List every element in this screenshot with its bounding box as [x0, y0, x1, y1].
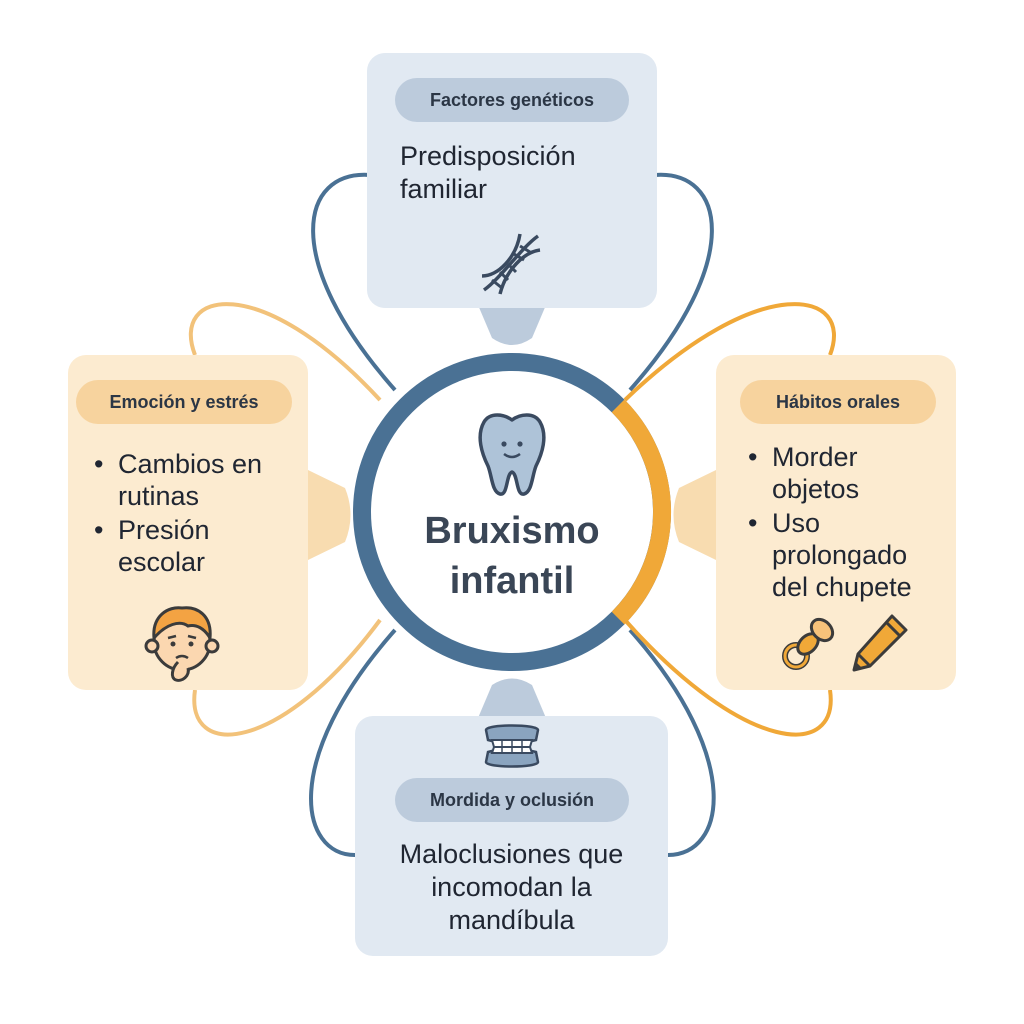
pencil-icon — [852, 614, 908, 672]
bite-occlusion-text-line3: mandíbula — [448, 905, 575, 935]
center-ring-orange-arc — [611, 399, 672, 625]
stem-top — [478, 305, 546, 345]
stem-bottom — [478, 678, 546, 718]
tag-oral-habits: Hábitos orales — [740, 380, 936, 424]
oral-habits-list: Morder objetos Uso prolongado del chupet… — [746, 441, 912, 605]
emotion-item-2: Presión escolar — [92, 514, 262, 578]
emotion-item-2-line1: Presión — [118, 515, 210, 545]
oral-habits-item-2: Uso prolongado del chupete — [746, 507, 912, 603]
connector-left-top — [188, 302, 382, 402]
oral-habits-item-1-line2: objetos — [772, 474, 860, 504]
stem-left — [308, 470, 351, 560]
worried-child-icon — [144, 606, 220, 682]
tag-bite-occlusion: Mordida y oclusión — [395, 778, 629, 822]
oral-habits-item-1-line1: Morder — [772, 442, 858, 472]
emotion-list: Cambios en rutinas Presión escolar — [92, 448, 262, 580]
oral-habits-item-2-line3: del chupete — [772, 572, 912, 602]
pacifier-icon — [782, 617, 835, 670]
dna-icon — [481, 233, 541, 295]
connector-bottom-right — [628, 628, 716, 857]
bite-occlusion-text-line1: Maloclusiones que — [399, 839, 624, 869]
connector-left-bottom — [192, 618, 382, 737]
oral-habits-item-2-line2: prolongado — [772, 540, 908, 570]
emotion-item-1: Cambios en rutinas — [92, 448, 262, 512]
tooth-icon — [478, 413, 546, 496]
center-circle-fill — [362, 362, 662, 662]
oral-habits-item-2-line1: Uso — [772, 508, 821, 538]
connector-right-bottom — [623, 618, 833, 737]
center-title-line2: infantil — [449, 560, 575, 602]
dentures-icon — [484, 724, 540, 768]
emotion-item-1-line2: rutinas — [118, 481, 200, 511]
tag-genetics: Factores genéticos — [395, 78, 629, 122]
genetics-text-line1: Predisposición — [400, 141, 576, 171]
connector-top-right — [628, 172, 714, 392]
emotion-item-1-line1: Cambios en — [118, 449, 263, 479]
oral-habits-item-1: Morder objetos — [746, 441, 912, 505]
emotion-item-2-line2: escolar — [118, 547, 206, 577]
bite-occlusion-text-line2: incomodan la — [431, 872, 592, 902]
stem-right — [673, 470, 716, 560]
tag-emotion: Emoción y estrés — [76, 380, 292, 424]
center-title-line1: Bruxismo — [424, 510, 600, 552]
bite-occlusion-text: Maloclusiones que incomodan la mandíbula — [355, 838, 668, 937]
connector-top-left — [311, 172, 397, 392]
genetics-text: Predisposición familiar — [400, 140, 576, 206]
connector-right-top — [623, 302, 836, 402]
connector-bottom-left — [309, 628, 397, 857]
genetics-text-line2: familiar — [400, 174, 488, 204]
